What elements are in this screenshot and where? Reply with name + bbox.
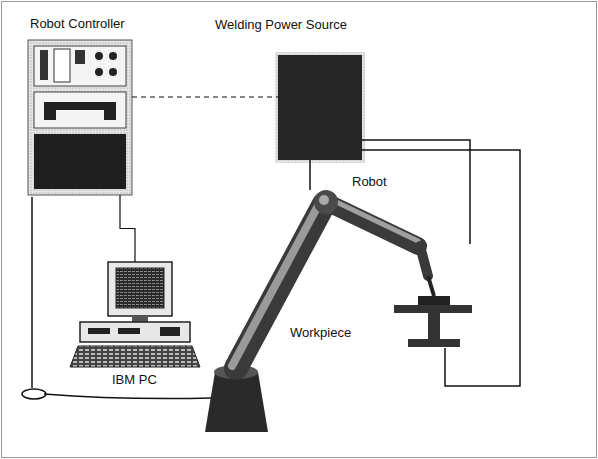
part-label: Workpiece	[288, 325, 353, 340]
power-source-cabinet	[275, 52, 365, 163]
welding-cables	[32, 140, 520, 399]
data-cable	[120, 195, 135, 262]
pc-box: IBM PC	[70, 262, 200, 367]
control-cable	[132, 96, 278, 97]
workpiece-table	[394, 296, 472, 347]
part-label: Robot	[350, 174, 389, 189]
node-title: IBM PC	[112, 372, 157, 387]
controller-cabinet	[28, 40, 132, 195]
node-title: Robot Controller	[30, 16, 125, 31]
node-title: Welding Power Source	[215, 17, 347, 32]
controller-box: Robot Controller	[28, 40, 132, 195]
power-source-box: Welding Power Source	[278, 55, 362, 160]
cable-loop	[22, 389, 46, 399]
pc-computer	[70, 262, 200, 367]
